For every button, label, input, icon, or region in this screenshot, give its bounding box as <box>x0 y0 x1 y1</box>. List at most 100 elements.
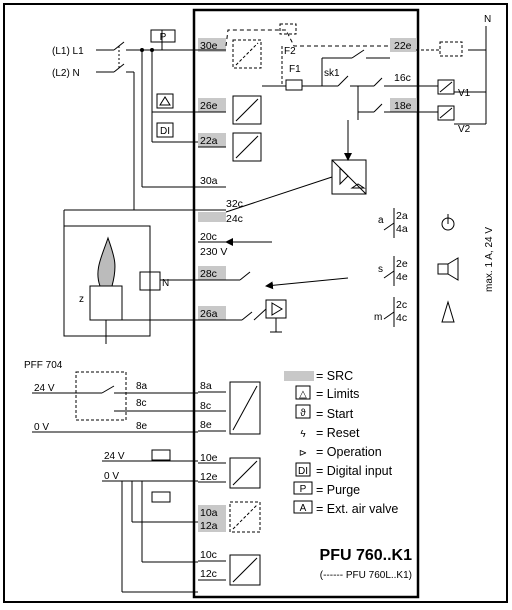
f2-label: F2 <box>284 46 296 57</box>
pff-wiring <box>32 385 198 433</box>
burner-head <box>89 285 123 321</box>
rating-label: max. 1 A, 24 V <box>484 227 495 292</box>
svg-text:= Purge: = Purge <box>316 483 360 497</box>
device-subtitle: (------ PFU 760L..K1) <box>320 570 412 581</box>
burner-box <box>63 225 151 337</box>
purge-switch-icon <box>150 29 176 43</box>
svg-text:8e: 8e <box>200 419 212 431</box>
svg-text:10a: 10a <box>200 507 218 519</box>
device-title: PFU 760..K1 <box>320 547 413 564</box>
contact-icons <box>437 214 459 323</box>
right-terminals: 22e 16c 18e <box>394 40 412 112</box>
input-modules <box>229 39 262 586</box>
ignition-transformer <box>139 271 161 291</box>
left-terminals: 30e 26e 22a 30a 32c 24c 20c 230 V 28c 26… <box>200 40 243 580</box>
v1-label: V1 <box>458 88 471 99</box>
svg-text:m: m <box>374 312 382 323</box>
left-terminal-lines <box>198 49 226 581</box>
f1-label: F1 <box>289 64 301 75</box>
air-valve-switch-icon <box>151 491 171 503</box>
reset-icon: ϟ <box>300 429 306 440</box>
svg-text:P: P <box>160 32 167 43</box>
air-valve-icon <box>293 500 313 514</box>
start-icon <box>295 404 311 419</box>
internal-arrows <box>225 238 349 333</box>
l1-label: (L1) L1 <box>52 46 84 57</box>
mains-switch <box>96 30 198 211</box>
svg-text:8c: 8c <box>200 400 211 412</box>
v2-label: V2 <box>458 124 471 135</box>
valves <box>416 26 487 125</box>
svg-text:△: △ <box>299 389 307 400</box>
pfu-housing <box>192 8 420 599</box>
svg-text:P: P <box>300 484 307 495</box>
svg-text:= Reset: = Reset <box>316 426 360 440</box>
limits-icon <box>156 93 174 109</box>
svg-text:24c: 24c <box>226 213 243 225</box>
fuse-f1 <box>285 79 303 91</box>
svg-text:22e: 22e <box>394 40 412 52</box>
n-label: (L2) N <box>52 68 80 79</box>
svg-text:s: s <box>378 264 383 275</box>
sk1-label: sk1 <box>324 68 340 79</box>
svg-text:26a: 26a <box>200 308 218 320</box>
svg-text:a: a <box>378 215 384 226</box>
svg-text:30e: 30e <box>200 40 218 52</box>
svg-text:12a: 12a <box>200 520 218 532</box>
src-highlights <box>198 38 416 532</box>
svg-text:ϑ: ϑ <box>300 408 306 419</box>
svg-text:16c: 16c <box>394 72 411 84</box>
purge-icon <box>293 481 313 495</box>
svg-text:26e: 26e <box>200 100 218 112</box>
svg-text:2a: 2a <box>396 210 408 222</box>
operation-icon: ⊳ <box>299 448 307 459</box>
wiring-diagram: (L1) L1 (L2) N P DI 30e 26e 22a 30a 32c <box>24 8 495 599</box>
svg-text:= Limits: = Limits <box>316 387 359 401</box>
flame-icon <box>97 236 116 287</box>
input-wiring <box>102 460 198 593</box>
svg-text:32c: 32c <box>226 198 243 210</box>
svg-text:4e: 4e <box>396 271 408 283</box>
svg-text:12c: 12c <box>200 568 217 580</box>
pff-box <box>75 371 127 421</box>
svg-text:18e: 18e <box>394 100 412 112</box>
svg-text:z: z <box>79 294 84 305</box>
digital-input-icon <box>295 462 311 477</box>
svg-text:A: A <box>300 503 307 514</box>
svg-text:24 V: 24 V <box>34 383 55 394</box>
svg-text:0 V: 0 V <box>34 422 49 433</box>
svg-text:= Digital input: = Digital input <box>316 464 393 478</box>
svg-text:8c: 8c <box>136 398 147 409</box>
svg-text:12e: 12e <box>200 471 218 483</box>
svg-text:DI: DI <box>160 126 170 137</box>
svg-text:20c: 20c <box>200 231 217 243</box>
svg-text:4c: 4c <box>396 312 407 324</box>
svg-text:N: N <box>162 278 169 289</box>
svg-text:8e: 8e <box>136 421 148 432</box>
svg-text:8a: 8a <box>200 380 212 392</box>
internal-wiring <box>262 49 418 161</box>
svg-text:22a: 22a <box>200 135 218 147</box>
svg-text:0 V: 0 V <box>104 471 119 482</box>
limits-icon <box>295 385 311 400</box>
svg-text:28c: 28c <box>200 268 217 280</box>
contacts <box>383 208 395 327</box>
svg-text:24 V: 24 V <box>104 451 125 462</box>
pff-label: PFF 704 <box>24 360 63 371</box>
svg-text:= Ext. air valve: = Ext. air valve <box>316 502 398 516</box>
svg-text:2e: 2e <box>396 258 408 270</box>
start-switch-icon <box>151 449 171 461</box>
src-swatch <box>284 371 314 381</box>
svg-text:= Operation: = Operation <box>316 445 382 459</box>
svg-text:230 V: 230 V <box>200 246 227 258</box>
svg-text:10c: 10c <box>200 549 217 561</box>
diagram-frame: (L1) L1 (L2) N P DI 30e 26e 22a 30a 32c <box>3 3 508 603</box>
svg-text:2c: 2c <box>396 299 407 311</box>
svg-text:= Start: = Start <box>316 407 354 421</box>
legend-src: = SRC <box>316 369 353 383</box>
neutral-label: N <box>484 14 491 25</box>
burner-wiring <box>63 209 198 344</box>
digital-input-icon <box>156 122 174 138</box>
svg-text:30a: 30a <box>200 175 218 187</box>
